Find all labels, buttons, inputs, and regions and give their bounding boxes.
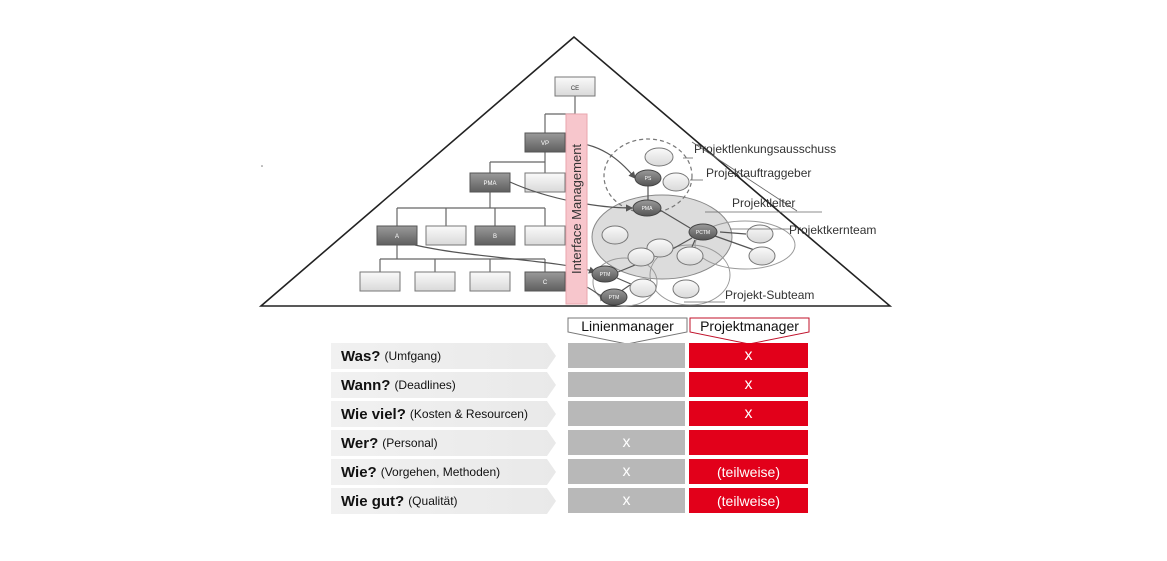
ptm-oval [591,265,619,283]
callout-projekt-subteam: Projekt-Subteam [725,288,814,302]
team-member-oval [629,278,657,298]
team-member-oval [748,246,776,266]
projektmanager-arrow-shape [689,317,810,345]
row-question: Wie viel? [341,405,406,423]
ceo-label: CE [571,86,579,92]
row-label-wer: Wer?(Personal) [331,430,556,456]
committee-member-oval [644,147,674,167]
row-detail: (Personal) [382,436,438,450]
projektmanager-cell: x [689,372,808,397]
projektmanager-cell [689,430,808,455]
linienmanager-cell [568,372,685,397]
pctm-label: PCTM [696,230,710,236]
ceo-box [554,76,596,97]
callout-projektlenkungsausschuss: Projektlenkungsausschuss [694,142,836,156]
cell-value: x [744,375,753,393]
row-detail: (Qualität) [408,494,458,508]
interface-management-bar [565,113,588,305]
row-detail: (Vorgehen, Methoden) [380,465,501,479]
row-question: Wann? [341,376,391,394]
row-question: Wer? [341,434,379,452]
linienmanager-cell [568,401,685,426]
projektmanager-cell: x [689,343,808,368]
row-label-wann: Wann?(Deadlines) [331,372,556,398]
c-label: C [543,280,548,286]
row-detail: (Deadlines) [394,378,456,392]
project-structure: PS PMA PCTM PTM PTM [414,138,796,307]
ptm-oval [600,288,628,306]
projektmanager-cell: (teilweise) [689,488,808,513]
org-chart: CE VP PMA A B C [359,76,596,292]
pma-line-label: PMA [483,181,496,187]
ps-oval [634,169,662,187]
team-member-oval [746,224,774,244]
subteam-zone [592,257,658,307]
row-label-wie: Wie?(Vorgehen, Methoden) [331,459,556,485]
subteam-zone [649,244,731,306]
row-detail: (Kosten & Resourcen) [409,407,528,421]
team-box [414,271,456,292]
vp-peer-box [524,172,566,193]
callout-projektauftraggeber: Projektauftraggeber [706,166,811,180]
team-member-oval [676,246,704,266]
row-question: Wie? [341,463,377,481]
pctm-oval [688,223,718,241]
dept-box [425,225,467,246]
projektmanager-cell: x [689,401,808,426]
team-member-oval [601,225,629,245]
row-question: Wie gut? [341,492,405,510]
cell-value: (teilweise) [716,492,780,509]
a-label: A [395,234,399,240]
cell-value: x [622,491,631,509]
row-label-wie-gut: Wie gut?(Qualität) [331,488,556,514]
row-question: Was? [341,347,381,365]
team-member-oval [646,238,674,258]
linienmanager-cell: x [568,459,685,484]
a-box [376,225,418,246]
pma-project-label: PMA [642,206,654,212]
pma-project-oval [632,199,662,217]
team-member-oval [627,247,655,267]
callout-leaders [683,141,822,303]
ptm-label: PTM [609,295,620,301]
callout-projektkernteam: Projektkernteam [789,223,876,237]
ps-label: PS [645,176,652,182]
dept-box [524,225,566,246]
cell-value: x [622,462,631,480]
cell-value: (teilweise) [716,463,780,480]
linienmanager-cell: x [568,430,685,455]
committee-member-oval [662,172,690,192]
vp-label: VP [541,141,549,147]
linienmanager-cell [568,343,685,368]
linienmanager-cell: x [568,488,685,513]
b-label: B [493,234,497,240]
team-member-oval [672,279,700,299]
team-box [359,271,401,292]
interface-management-label: Interface Management [569,144,584,274]
projektmanager-header: Projektmanager [700,317,799,334]
ptm-label: PTM [600,272,611,278]
cell-value: x [744,404,753,422]
cell-value: x [622,433,631,451]
row-label-wie-viel: Wie viel?(Kosten & Resourcen) [331,401,556,427]
team-box [469,271,511,292]
row-detail: (Umfgang) [384,349,442,363]
linienmanager-arrow-shape [567,317,688,345]
projektmanager-cell: (teilweise) [689,459,808,484]
cell-value: x [744,346,753,364]
linienmanager-header: Linienmanager [581,317,674,334]
b-box [474,225,516,246]
row-label-was: Was?(Umfgang) [331,343,556,369]
callout-projektleiter: Projektleiter [732,196,795,210]
